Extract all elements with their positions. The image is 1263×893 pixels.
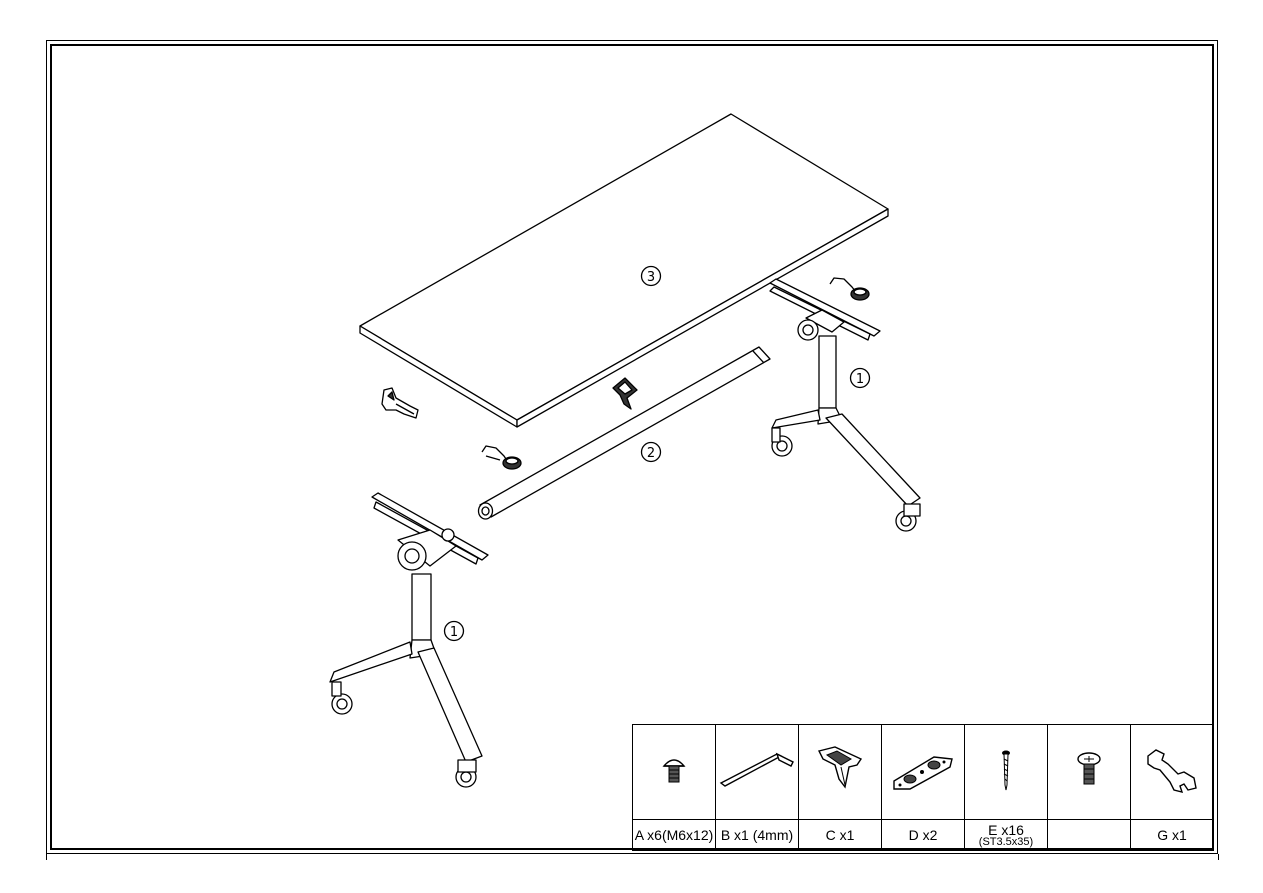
callout-circle-tabletop xyxy=(640,265,662,287)
part-f-cell xyxy=(1047,724,1131,820)
frame-tick xyxy=(1218,854,1219,860)
part-b-cell xyxy=(715,724,799,820)
phillips-screw-icon xyxy=(1077,751,1101,784)
part-e-cell xyxy=(964,724,1048,820)
callout-leg-left: 1 xyxy=(450,625,458,640)
part-d-cell xyxy=(881,724,965,820)
part-e-label: E x16(ST3.5x35) xyxy=(964,819,1048,851)
tabletop xyxy=(359,113,889,428)
part-f-label xyxy=(1047,819,1131,851)
glide-lever-left xyxy=(481,445,522,470)
flip-mechanism-left xyxy=(381,387,419,419)
part-g-cell xyxy=(1130,724,1214,820)
part-c-cell xyxy=(798,724,882,820)
part-c-label: C x1 xyxy=(798,819,882,851)
parts-list-table: A x6(M6x12) B x1 (4mm) C x1 D x2 E x16(S… xyxy=(632,724,1214,851)
glide-lever-right xyxy=(829,277,870,301)
part-b-label: B x1 (4mm) xyxy=(715,819,799,851)
wood-screw-icon xyxy=(1002,750,1010,790)
part-g-label: G x1 xyxy=(1130,819,1214,851)
part-a-cell xyxy=(632,724,716,820)
part-d-label: D x2 xyxy=(881,819,965,851)
page-border-outer xyxy=(46,40,1218,854)
callout-circle-leg-left xyxy=(443,620,465,642)
connector-plate-icon xyxy=(893,755,953,790)
callout-leg-right: 1 xyxy=(856,372,864,387)
crossbar xyxy=(477,346,771,520)
callout-crossbar: 2 xyxy=(647,446,655,461)
part-a-label: A x6(M6x12) xyxy=(632,819,716,851)
callout-circle-leg-right xyxy=(849,367,871,389)
callout-tabletop: 3 xyxy=(647,270,655,285)
button-head-bolt-icon xyxy=(662,758,686,782)
callout-circle-crossbar xyxy=(640,441,662,463)
bracket-part xyxy=(612,377,638,410)
leg-left xyxy=(329,492,489,788)
bracket-icon xyxy=(817,745,863,789)
allen-key-icon xyxy=(719,752,794,787)
frame-tick xyxy=(46,854,47,860)
wrench-icon xyxy=(1147,748,1197,793)
leg-right xyxy=(769,278,921,532)
